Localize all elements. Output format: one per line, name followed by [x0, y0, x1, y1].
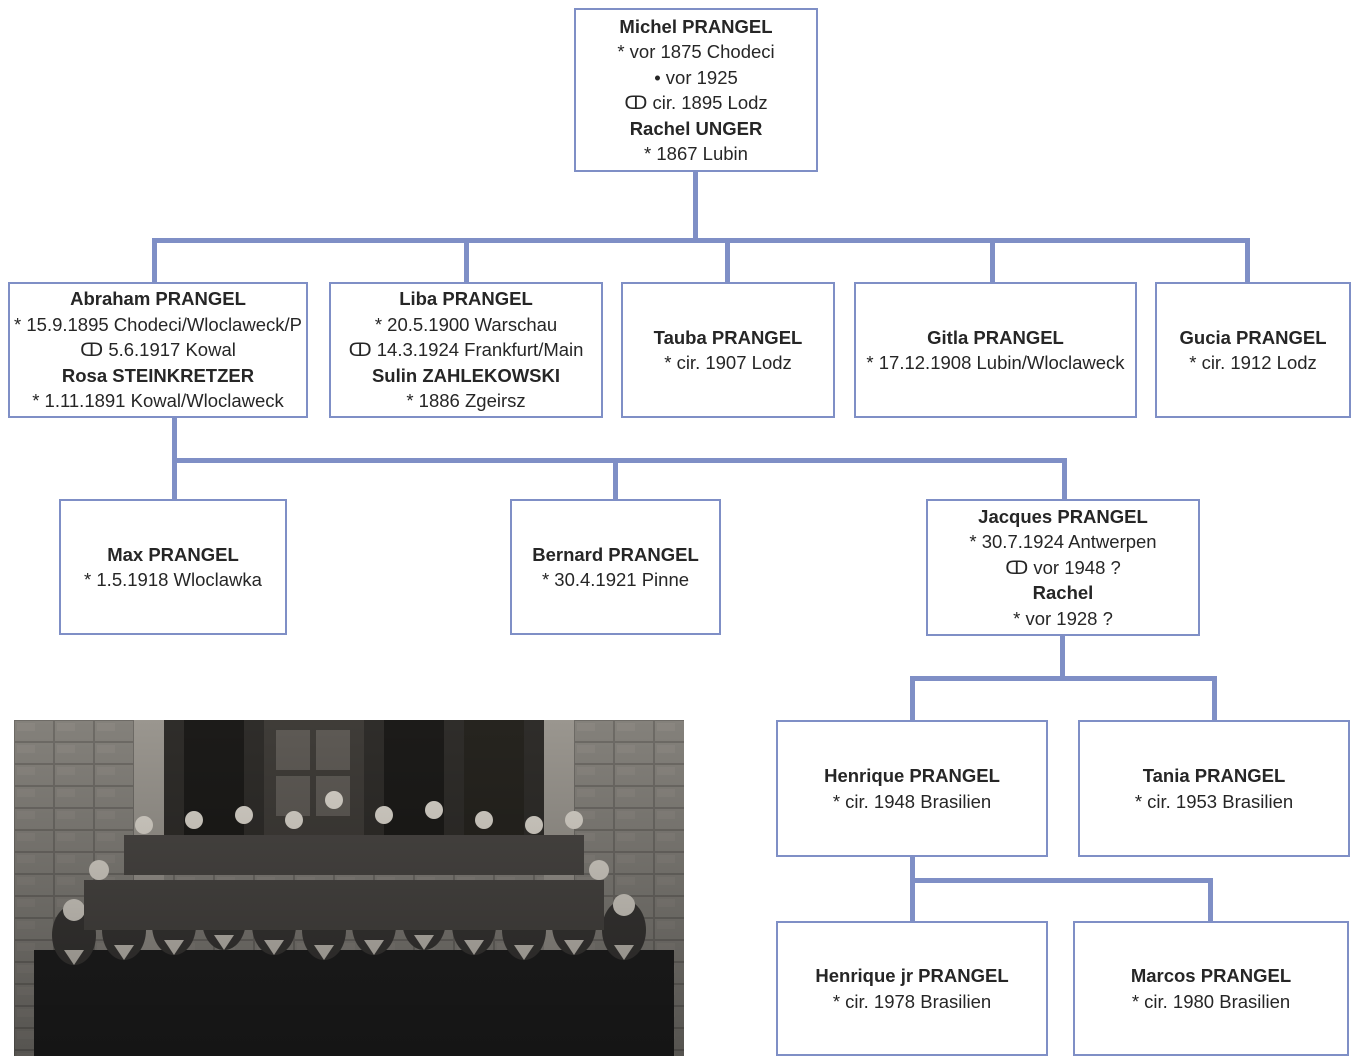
birth-info: * 30.4.1921 Pinne: [541, 569, 690, 590]
connector-root-down: [693, 172, 698, 242]
person-box-jacques: Jacques PRANGEL * 30.7.1924 Antwerpen ↀ …: [926, 499, 1200, 636]
person-box-tauba: Tauba PRANGEL * cir. 1907 Lodz: [621, 282, 835, 418]
person-name: Jacques PRANGEL: [978, 505, 1148, 527]
birth-info: * cir. 1907 Lodz: [664, 352, 792, 373]
person-box-henrique: Henrique PRANGEL * cir. 1948 Brasilien: [776, 720, 1048, 857]
birth-info: * cir. 1953 Brasilien: [1134, 790, 1294, 812]
birth-info: * cir. 1978 Brasilien: [832, 990, 992, 1012]
spouse-birth-info: * 1867 Lubin: [644, 143, 748, 164]
marriage-info: ↀ 14.3.1924 Frankfurt/Main: [348, 339, 584, 361]
spouse-birth-info: * 1886 Zgeirsz: [406, 390, 526, 412]
connector-gen4-bar: [910, 878, 1213, 883]
connector-gen2-bernard: [613, 458, 618, 500]
connector-gen4-marcos: [1208, 878, 1213, 922]
spouse-birth-info: * vor 1928 ?: [1013, 607, 1113, 629]
birth-info: * 20.5.1900 Warschau: [374, 313, 558, 335]
birth-info: * cir. 1912 Lodz: [1189, 352, 1317, 373]
person-name: Bernard PRANGEL: [532, 543, 699, 565]
spouse-birth-info: * 1.11.1891 Kowal/Wloclaweck: [32, 390, 284, 412]
marriage-info: ↀ cir. 1895 Lodz: [624, 92, 768, 113]
person-box-max: Max PRANGEL * 1.5.1918 Wloclawka: [59, 499, 287, 635]
person-name: Gitla PRANGEL: [927, 326, 1064, 348]
connector-gen3-tania: [1212, 676, 1217, 721]
person-box-gitla: Gitla PRANGEL * 17.12.1908 Lubin/Wloclaw…: [854, 282, 1137, 418]
person-name: Henrique jr PRANGEL: [815, 965, 1009, 986]
marriage-info: ↀ 5.6.1917 Kowal: [80, 339, 236, 361]
person-box-michel: Michel PRANGEL * vor 1875 Chodeci • vor …: [574, 8, 818, 172]
connector-gen3-henrique: [910, 676, 915, 721]
person-box-bernard: Bernard PRANGEL * 30.4.1921 Pinne: [510, 499, 721, 635]
person-name: Michel PRANGEL: [619, 15, 773, 37]
person-box-liba: Liba PRANGEL * 20.5.1900 Warschau ↀ 14.3…: [329, 282, 603, 418]
birth-info: * 30.7.1924 Antwerpen: [969, 531, 1157, 553]
connector-gen3-bar: [910, 676, 1217, 681]
spouse-name: Rosa STEINKRETZER: [61, 364, 255, 386]
person-box-abraham: Abraham PRANGEL * 15.9.1895 Chodeci/Wloc…: [8, 282, 308, 418]
person-name: Tauba PRANGEL: [653, 326, 803, 348]
marriage-info: ↀ vor 1948 ?: [1005, 556, 1121, 578]
birth-info: * cir. 1980 Brasilien: [1131, 990, 1291, 1012]
person-name: Marcos PRANGEL: [1130, 965, 1292, 986]
death-info: • vor 1925: [654, 66, 738, 88]
spouse-name: Rachel: [1032, 582, 1094, 604]
spouse-name: Rachel UNGER: [629, 117, 763, 139]
connector-gen1-bar: [152, 238, 1250, 243]
connector-gen1-gucia: [1245, 238, 1250, 283]
person-name: Liba PRANGEL: [399, 288, 533, 310]
connector-abraham-down: [172, 417, 177, 463]
birth-info: * cir. 1948 Brasilien: [832, 790, 992, 812]
spouse-name: Sulin ZAHLEKOWSKI: [371, 364, 561, 386]
person-box-marcos: Marcos PRANGEL * cir. 1980 Brasilien: [1073, 921, 1349, 1056]
birth-info: * 15.9.1895 Chodeci/Wloclaweck/P: [14, 313, 302, 335]
connector-gen1-gitla: [990, 238, 995, 283]
connector-gen1-tauba: [725, 238, 730, 283]
person-box-henrique-jr: Henrique jr PRANGEL * cir. 1978 Brasilie…: [776, 921, 1048, 1056]
person-box-gucia: Gucia PRANGEL * cir. 1912 Lodz: [1155, 282, 1351, 418]
person-name: Tania PRANGEL: [1142, 765, 1286, 786]
connector-gen2-bar: [172, 458, 1067, 463]
connector-gen1-abraham: [152, 238, 157, 283]
connector-gen2-max: [172, 458, 177, 500]
person-box-tania: Tania PRANGEL * cir. 1953 Brasilien: [1078, 720, 1350, 857]
connector-gen1-liba: [464, 238, 469, 283]
birth-info: * 1.5.1918 Wloclawka: [84, 569, 262, 590]
birth-info: * 17.12.1908 Lubin/Wloclaweck: [866, 352, 1125, 373]
person-name: Abraham PRANGEL: [70, 288, 246, 310]
connector-henrique-down: [910, 855, 915, 922]
person-name: Henrique PRANGEL: [824, 765, 1000, 786]
connector-gen2-jacques: [1062, 458, 1067, 500]
person-name: Max PRANGEL: [107, 543, 239, 565]
group-photo: [14, 720, 684, 1056]
birth-info: * vor 1875 Chodeci: [617, 41, 775, 62]
connector-jacques-down: [1060, 634, 1065, 681]
person-name: Gucia PRANGEL: [1179, 326, 1327, 348]
